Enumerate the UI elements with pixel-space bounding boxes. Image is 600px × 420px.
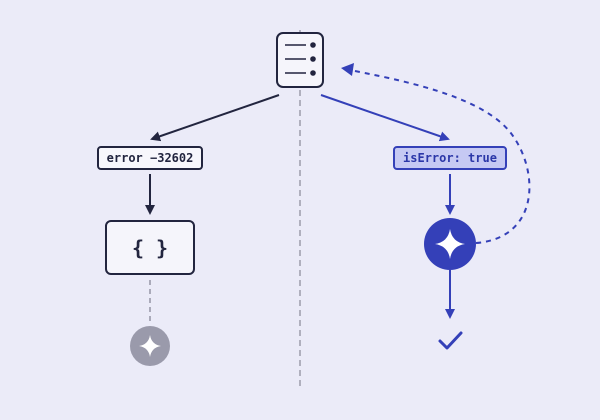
arrow-to-left-branch [150, 94, 280, 142]
empty-result-box: { } [105, 220, 195, 275]
right-sparkle-icon [424, 218, 476, 270]
feedback-arrowhead [341, 63, 354, 76]
left-sparkle-icon [130, 326, 170, 366]
error-code-label: error −32602 [97, 146, 203, 170]
is-error-label: isError: true [393, 146, 507, 170]
arrow-to-right-branch [320, 94, 450, 142]
checkmark-icon [438, 331, 463, 350]
document-list-icon [276, 32, 324, 88]
